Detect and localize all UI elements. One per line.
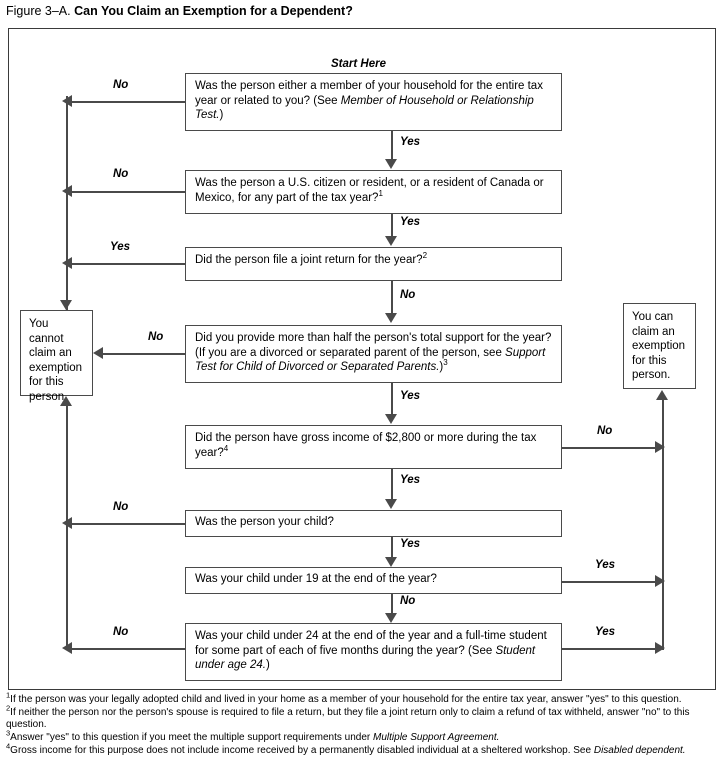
edge-label-q8-no: No <box>113 626 129 638</box>
arrow-right-q5-no <box>655 441 665 453</box>
arrow-down-q1-q2 <box>385 159 397 169</box>
arrow-left-q8-no <box>62 642 72 654</box>
arrow-down-q7-q8 <box>385 613 397 623</box>
edge-label-q8-yes: Yes <box>595 626 616 638</box>
edge-label-q6-no: No <box>113 501 129 513</box>
edge-label-q2-no: No <box>113 168 129 180</box>
footnote-text: If neither the person nor the person's s… <box>6 706 690 731</box>
edge-label-q3-yes: Yes <box>110 241 131 253</box>
edge-label-q6-yes: Yes <box>400 538 421 550</box>
question-text: Was the person either a member of your h… <box>195 80 543 122</box>
right-rail <box>662 400 664 650</box>
figure-number: Figure 3–A. <box>6 4 71 18</box>
connector-q6-q7 <box>391 537 393 559</box>
footnote-3: 3Answer "yes" to this question if you me… <box>6 728 722 744</box>
edge-label-q7-yes: Yes <box>595 559 616 571</box>
connector-q3-yes <box>72 263 185 265</box>
figure-title-text: Can You Claim an Exemption for a Depende… <box>74 4 353 18</box>
footnote-text: Gross income for this purpose does not i… <box>10 745 686 757</box>
outcome-box-can-claim[interactable]: You can claim an exemption for this pers… <box>623 303 696 389</box>
edge-label-q3-no: No <box>400 289 416 301</box>
footnotes: 1If the person was your legally adopted … <box>6 690 722 758</box>
arrow-down-q6-q7 <box>385 557 397 567</box>
left-rail-upper <box>66 96 68 311</box>
arrow-down-q5-q6 <box>385 499 397 509</box>
footnote-text: If the person was your legally adopted c… <box>10 694 682 705</box>
edge-label-q7-no: No <box>400 595 416 607</box>
arrow-right-q8-yes <box>655 642 665 654</box>
footnote-text: Answer "yes" to this question if you mee… <box>10 732 500 744</box>
connector-q1-q2 <box>391 131 393 161</box>
arrow-down-q4-q5 <box>385 414 397 424</box>
outcome-box-cannot-claim[interactable]: You cannot claim an exemption for this p… <box>20 310 93 403</box>
arrow-left-q2-no <box>62 185 72 197</box>
edge-label-q4-no: No <box>148 331 164 343</box>
arrow-down-q3-q4 <box>385 313 397 323</box>
question-text: Was the person your child? <box>195 516 334 528</box>
connector-q2-q3 <box>391 214 393 238</box>
edge-label-q5-yes: Yes <box>400 474 421 486</box>
footnote-marker: 4 <box>6 741 11 751</box>
edge-label-q5-no: No <box>597 425 613 437</box>
arrow-down-q2-q3 <box>385 236 397 246</box>
edge-label-q4-yes: Yes <box>400 390 421 402</box>
question-text: Did you provide more than half the perso… <box>195 332 552 374</box>
question-box-under-19[interactable]: Was your child under 19 at the end of th… <box>185 567 562 594</box>
connector-q8-no <box>72 648 185 650</box>
arrow-up-right-rail-to-can-claim <box>656 390 668 400</box>
question-box-member-household[interactable]: Was the person either a member of your h… <box>185 73 562 131</box>
connector-q5-q6 <box>391 469 393 501</box>
edge-label-q2-yes: Yes <box>400 216 421 228</box>
connector-q1-no <box>72 101 185 103</box>
question-text: Did the person have gross income of $2,8… <box>195 432 537 459</box>
connector-q7-q8 <box>391 594 393 615</box>
edge-label-q1-no: No <box>113 79 129 91</box>
footnote-2: 2If neither the person nor the person's … <box>6 703 722 732</box>
question-box-your-child[interactable]: Was the person your child? <box>185 510 562 537</box>
question-text: Was the person a U.S. citizen or residen… <box>195 177 544 204</box>
figure-title: Figure 3–A. Can You Claim an Exemption f… <box>6 4 720 19</box>
question-box-under-24-student[interactable]: Was your child under 24 at the end of th… <box>185 623 562 681</box>
footnote-marker: 1 <box>6 690 11 700</box>
arrow-up-left-rail-to-cannot-claim <box>60 396 72 406</box>
footnote-marker: 2 <box>6 703 11 713</box>
arrow-left-q6-no <box>62 517 72 529</box>
connector-q4-no <box>103 353 185 355</box>
question-box-joint-return[interactable]: Did the person file a joint return for t… <box>185 247 562 281</box>
question-text: Was your child under 19 at the end of th… <box>195 573 437 585</box>
connector-q7-yes <box>562 581 657 583</box>
footnote-4: 4Gross income for this purpose does not … <box>6 741 722 757</box>
arrow-right-q7-yes <box>655 575 665 587</box>
edge-label-q1-yes: Yes <box>400 136 421 148</box>
connector-q5-no <box>562 447 657 449</box>
arrow-left-q1-no <box>62 95 72 107</box>
question-box-half-support[interactable]: Did you provide more than half the perso… <box>185 325 562 383</box>
arrow-down-left-rail-to-cannot-claim <box>60 300 72 310</box>
arrow-left-q3-yes <box>62 257 72 269</box>
connector-q2-no <box>72 191 185 193</box>
question-text: Was your child under 24 at the end of th… <box>195 630 547 672</box>
outcome-text: You cannot claim an exemption for this p… <box>29 318 83 403</box>
connector-q6-no <box>72 523 185 525</box>
outcome-text: You can claim an exemption for this pers… <box>632 311 686 382</box>
footnote-1: 1If the person was your legally adopted … <box>6 690 722 706</box>
arrow-left-q4-no <box>93 347 103 359</box>
question-box-gross-income[interactable]: Did the person have gross income of $2,8… <box>185 425 562 469</box>
question-box-citizen-resident[interactable]: Was the person a U.S. citizen or residen… <box>185 170 562 214</box>
connector-q4-q5 <box>391 383 393 415</box>
question-text: Did the person file a joint return for t… <box>195 251 428 266</box>
start-here-label: Start Here <box>331 58 386 70</box>
footnote-marker: 3 <box>6 728 11 738</box>
connector-q8-yes <box>562 648 657 650</box>
connector-q3-q4 <box>391 281 393 314</box>
